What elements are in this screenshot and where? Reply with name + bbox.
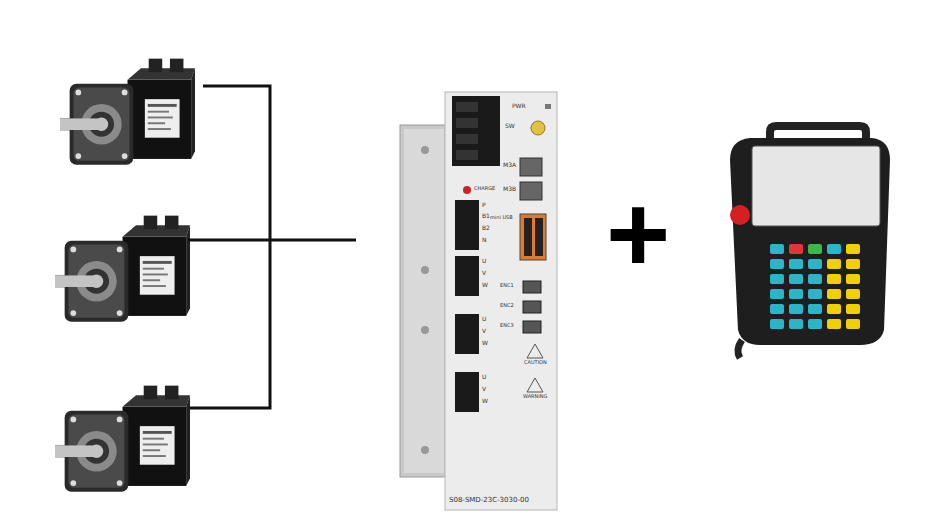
panel-marking: CHARGE (474, 186, 495, 192)
panel-marking: SW (505, 123, 515, 130)
keypad-key (827, 289, 841, 299)
keypad-key (789, 244, 803, 254)
panel-marking: mini USB (490, 215, 513, 221)
keypad-key (770, 319, 784, 329)
panel-marking: V (482, 270, 486, 277)
panel-marking: W (482, 340, 488, 347)
keypad-key (770, 259, 784, 269)
keypad-key (789, 319, 803, 329)
panel-marking: W (482, 398, 488, 405)
keypad-key (789, 304, 803, 314)
panel-marking: ENC1 (500, 283, 514, 289)
panel-marking: V (482, 328, 486, 335)
keypad-key (846, 259, 860, 269)
keypad-key (808, 289, 822, 299)
panel-marking: U (482, 316, 486, 323)
panel-marking: V (482, 386, 486, 393)
teach-pendant (730, 126, 890, 358)
keypad-key (827, 244, 841, 254)
keypad-key (808, 319, 822, 329)
keypad-key (789, 259, 803, 269)
keypad-key (808, 244, 822, 254)
panel-marking: WARNING (523, 394, 547, 400)
keypad-key (827, 319, 841, 329)
keypad-key (770, 274, 784, 284)
panel-marking: W (482, 282, 488, 289)
keypad-key (770, 244, 784, 254)
keypad-key (827, 274, 841, 284)
keypad-key (846, 244, 860, 254)
keypad-key (770, 289, 784, 299)
panel-marking: U (482, 258, 486, 265)
wires (188, 86, 356, 408)
panel-marking: ENC2 (500, 303, 514, 309)
keypad-key (789, 274, 803, 284)
panel-marking: M3B (503, 186, 516, 193)
servo-drive (400, 92, 557, 510)
keypad-key (846, 289, 860, 299)
keypad-key (846, 319, 860, 329)
keypad-key (827, 304, 841, 314)
keypad-key (808, 259, 822, 269)
panel-marking: B2 (482, 225, 490, 232)
servo-motors (55, 59, 195, 492)
keypad-key (808, 274, 822, 284)
panel-marking: U (482, 374, 486, 381)
keypad-key (846, 274, 860, 284)
panel-marking: CAUTION (524, 360, 547, 366)
panel-marking: M3A (503, 162, 516, 169)
panel-marking: P (482, 202, 486, 209)
keypad-key (770, 304, 784, 314)
keypad-key (808, 304, 822, 314)
panel-marking: PWR (512, 103, 526, 110)
panel-marking: ENC3 (500, 323, 514, 329)
panel-marking: S08-SMD-23C-3030-00 (449, 497, 529, 505)
panel-marking: N (482, 237, 487, 244)
plus-sign: + (606, 179, 670, 289)
panel-marking: B1 (482, 213, 490, 220)
keypad-key (846, 304, 860, 314)
keypad-key (789, 289, 803, 299)
keypad-key (827, 259, 841, 269)
